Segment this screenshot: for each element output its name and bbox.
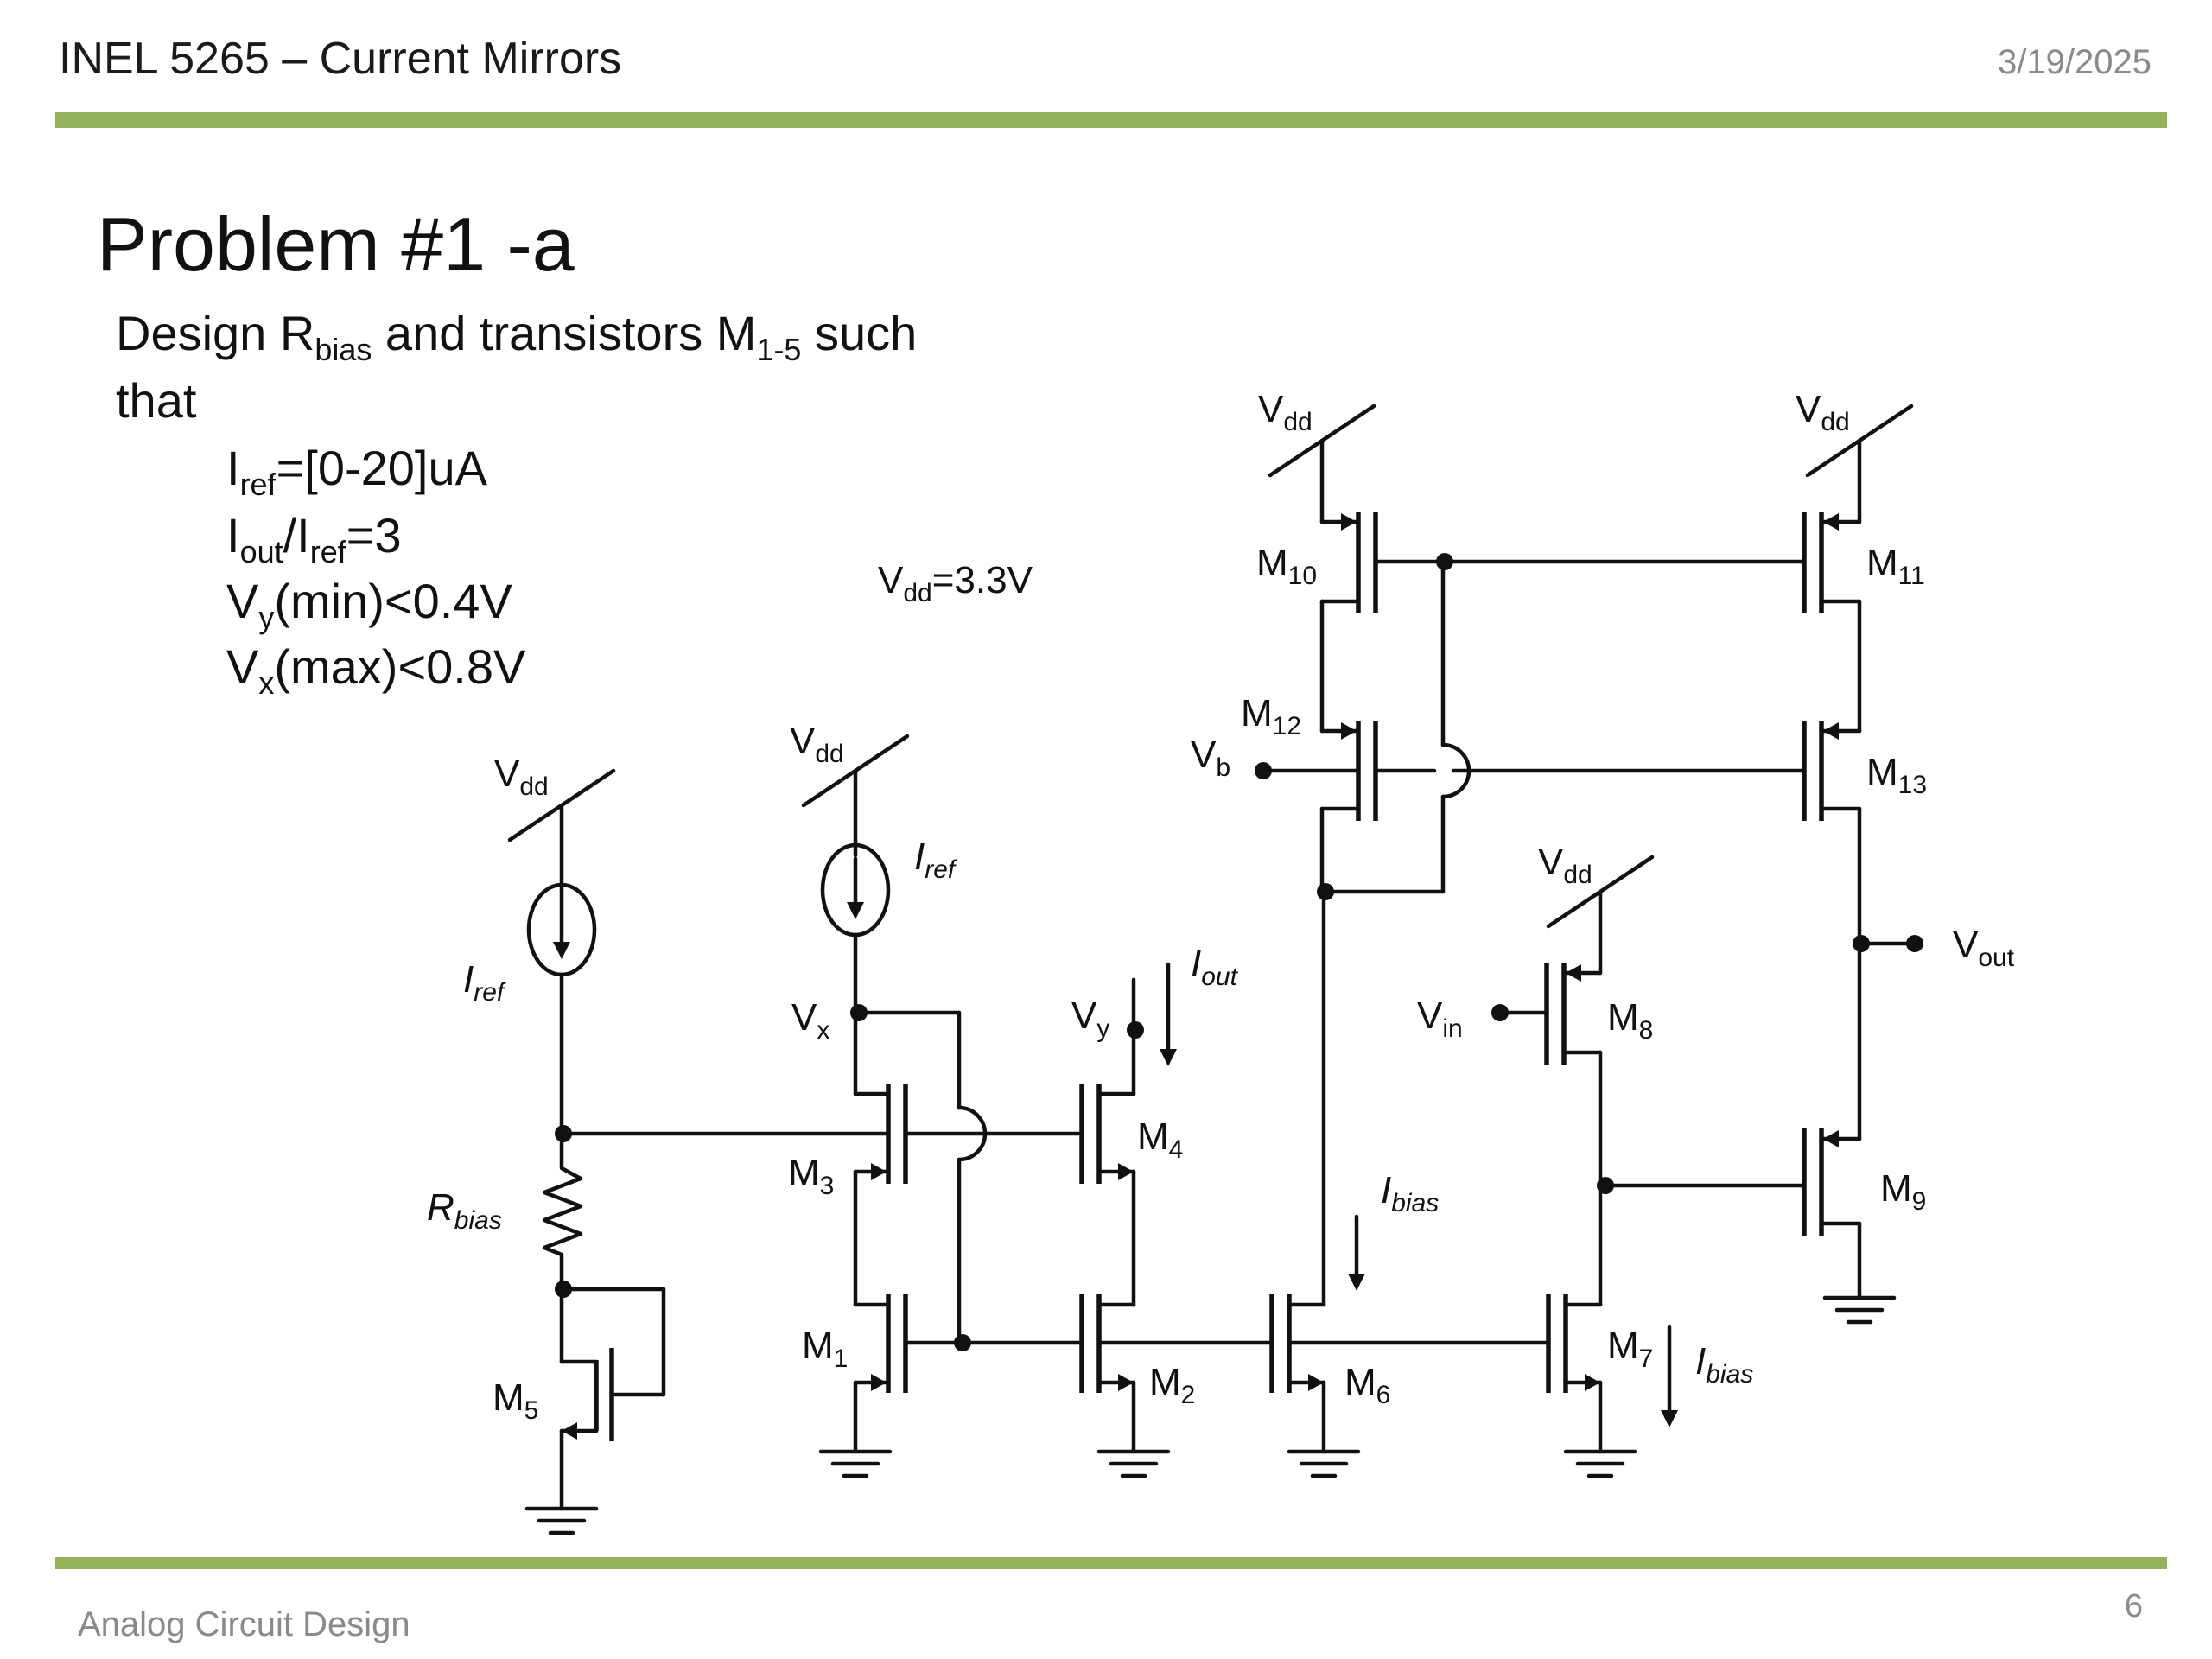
vdd-label-m11: Vdd (1796, 388, 1850, 436)
vy-node (1127, 1021, 1144, 1039)
vin-label: Vin (1417, 995, 1463, 1043)
m11-label: M11 (1866, 542, 1925, 590)
m2-label: M2 (1149, 1361, 1195, 1409)
vb-label: Vb (1191, 734, 1230, 782)
transistor-m11 (1802, 512, 1862, 734)
vout-terminal (1906, 935, 1923, 952)
vdd-rail-m11 (1808, 406, 1911, 524)
design-statement-line1: Design Rbias and transistors M1-5 such (116, 306, 918, 367)
transistor-m7 (1546, 1294, 1635, 1476)
transistor-m8 (1544, 963, 1603, 1307)
iout-label: Iout (1191, 943, 1239, 991)
ibias-label-2: Ibias (1695, 1340, 1753, 1389)
vdd-rail-m10 (1270, 406, 1374, 524)
iout-arrow (1160, 962, 1177, 1066)
m1m2-gate-node (954, 1334, 971, 1351)
vdd-rail-branch2 (804, 736, 907, 858)
vy-label: Vy (1071, 995, 1109, 1043)
vx-label: Vx (791, 996, 830, 1045)
vx-to-m1m2-gate-wire (856, 1010, 988, 1345)
vdd-label-m10: Vdd (1258, 388, 1313, 436)
transistor-m5 (527, 1287, 666, 1533)
vdd-label-branch2: Vdd (790, 720, 844, 768)
m1-label: M1 (802, 1325, 848, 1373)
slide-title: Problem #1 -a (97, 201, 575, 287)
rbias-label: Rbias (427, 1186, 502, 1235)
transistor-m13 (1802, 721, 1862, 1141)
vdd-label-branch1: Vdd (494, 753, 549, 801)
iref-current-source-1 (526, 882, 597, 1136)
iref-current-source-2 (820, 842, 891, 1015)
m5-label: M5 (493, 1376, 538, 1425)
transistor-m9 (1802, 1128, 1894, 1322)
m3-label: M3 (788, 1152, 834, 1200)
vdd-label-m8: Vdd (1538, 841, 1592, 889)
m10-label: M10 (1256, 542, 1317, 590)
vout-label: Vout (1953, 924, 2015, 972)
vin-terminal (1491, 1004, 1509, 1021)
m9-label: M9 (1880, 1167, 1926, 1216)
m7-label: M7 (1607, 1325, 1653, 1373)
spec-iref-range: Iref=[0-20]uA (226, 441, 487, 502)
m8-label: M8 (1607, 996, 1653, 1045)
m4-label: M4 (1137, 1116, 1183, 1164)
transistor-m12 (1319, 721, 1378, 894)
footer-course-name: Analog Circuit Design (78, 1605, 410, 1643)
rbias-resistor (542, 1131, 583, 1292)
ibias-arrow-1 (1348, 1214, 1365, 1291)
m12-label: M12 (1241, 692, 1301, 741)
transistor-m2 (963, 1294, 1168, 1476)
iref-label-1: Iref (463, 958, 506, 1007)
vb-terminal (1255, 762, 1272, 779)
m13-label: M13 (1866, 751, 1927, 799)
design-statement-line2: that (116, 373, 197, 428)
gate-feedback-wire (1440, 559, 1471, 894)
spec-current-ratio: Iout/Iref=3 (226, 508, 402, 569)
transistor-m3 (853, 1010, 908, 1307)
footer-rule (55, 1557, 2167, 1569)
m6-label: M6 (1344, 1361, 1390, 1409)
header-date: 3/19/2025 (1998, 43, 2152, 81)
transistor-m1 (821, 1294, 969, 1476)
vdd-rail-m8 (1548, 857, 1652, 976)
iref-label-2: Iref (914, 836, 957, 884)
spec-vx-max: Vx(max)<0.8V (226, 639, 526, 701)
page-number: 6 (2124, 1588, 2143, 1624)
transistor-m10 (1319, 512, 1378, 734)
ibias-arrow-2 (1661, 1325, 1678, 1427)
transistor-m4 (1079, 1027, 1136, 1307)
header-title: INEL 5265 – Current Mirrors (59, 34, 622, 84)
header-rule (55, 112, 2167, 128)
spec-vy-min: Vy(min)<0.4V (226, 574, 512, 635)
vdd-value-note: Vdd=3.3V (878, 559, 1033, 607)
ibias-label-1: Ibias (1381, 1169, 1439, 1217)
